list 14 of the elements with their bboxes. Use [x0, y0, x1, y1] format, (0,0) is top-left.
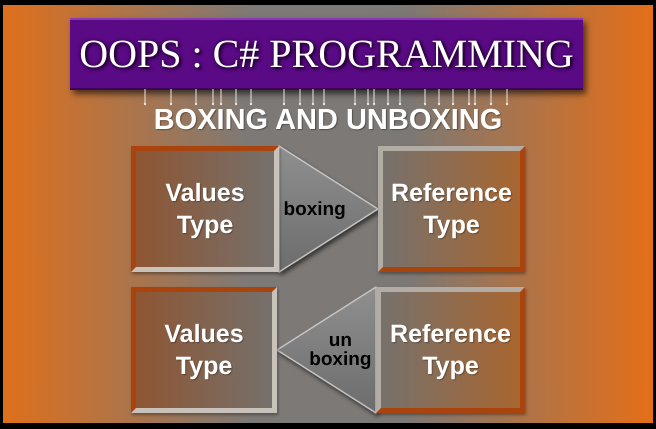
type-box	[376, 287, 525, 413]
triangle-arrow	[278, 145, 379, 273]
subtitle: BOXING AND UNBOXING	[154, 106, 502, 135]
edge-label: un boxing	[308, 331, 372, 369]
box-label: Reference Type	[390, 178, 513, 241]
type-box	[131, 287, 277, 413]
type-box	[378, 146, 525, 272]
box-label: Reference Type	[389, 319, 512, 382]
triangle-arrow	[276, 286, 377, 414]
box-label: Values Type	[164, 178, 246, 241]
box-label: Values Type	[163, 319, 245, 382]
type-box	[131, 146, 279, 272]
title-banner: OOPS : C# PROGRAMMING	[70, 18, 583, 90]
edge-label: boxing	[283, 200, 346, 218]
